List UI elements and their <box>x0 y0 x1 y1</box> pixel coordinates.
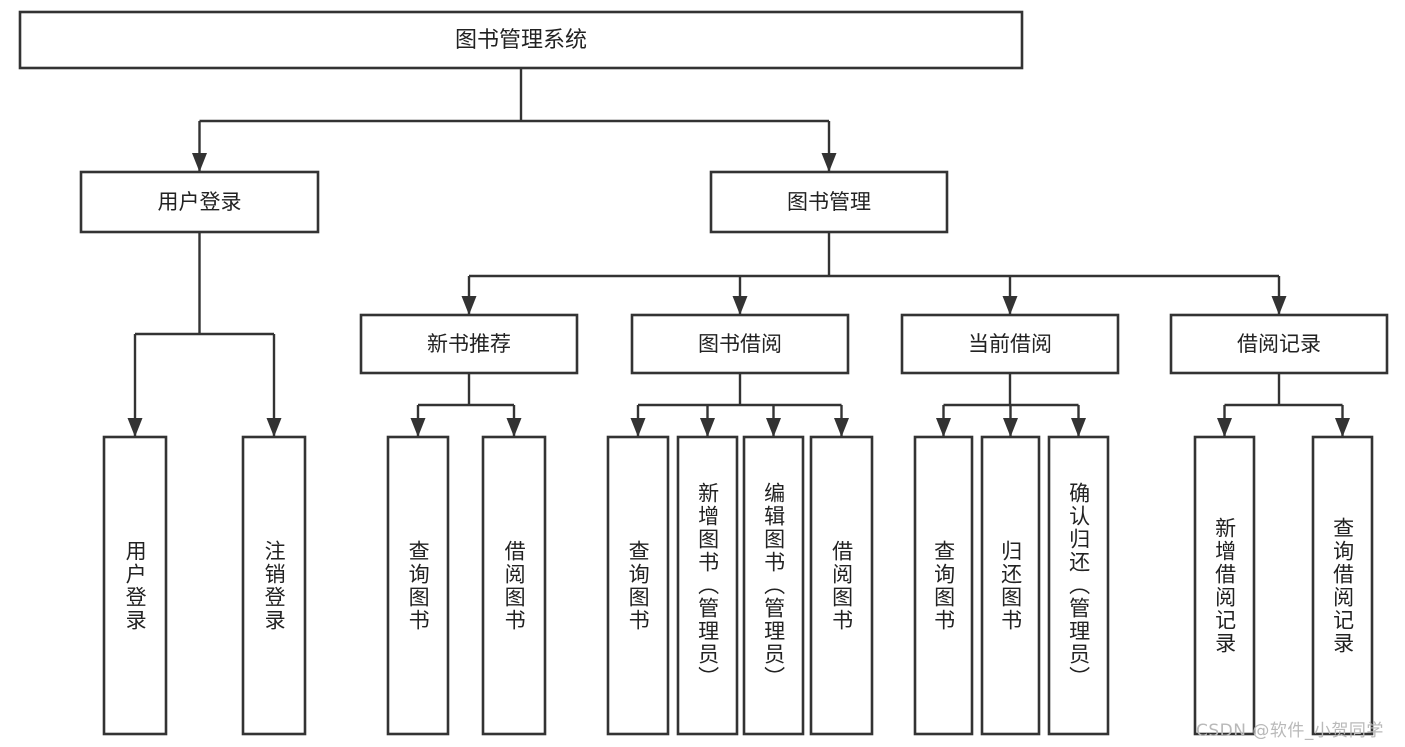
node-l3-新书推荐[interactable]: 新书推荐 <box>359 313 579 375</box>
connector-layer <box>127 68 1350 437</box>
arrow-down-leaf-11 <box>1217 418 1232 437</box>
node-label: 图书借阅 <box>698 332 782 356</box>
node-label: 当前借阅 <box>968 332 1052 356</box>
arrow-down-l3-1 <box>732 296 748 315</box>
node-rect <box>1169 313 1389 375</box>
leaf-rect[interactable] <box>102 435 168 736</box>
arrow-down-l3-3 <box>1271 296 1287 315</box>
node-label: 图书管理系统 <box>455 28 587 53</box>
node-rect <box>18 10 1024 70</box>
node-l2-图书管理[interactable]: 图书管理 <box>709 170 949 234</box>
arrow-down-leaf-3 <box>506 418 522 437</box>
node-rect <box>900 313 1120 375</box>
node-label: 借阅记录 <box>1237 332 1321 356</box>
node-rect <box>630 313 850 375</box>
leaf-rect[interactable] <box>241 435 307 736</box>
arrow-down-l2-0 <box>192 153 207 172</box>
node-label: 新书推荐 <box>427 332 511 356</box>
arrow-down-leaf-5 <box>700 418 715 437</box>
leaf-rect[interactable] <box>1193 435 1256 736</box>
node-label: 用户登录 <box>158 190 242 214</box>
leaf-rect[interactable] <box>676 435 739 736</box>
node-l3-借阅记录[interactable]: 借阅记录 <box>1169 313 1389 375</box>
leaf-rect[interactable] <box>742 435 805 736</box>
leaf-rect[interactable] <box>980 435 1041 736</box>
node-root-图书管理系统[interactable]: 图书管理系统 <box>18 10 1024 70</box>
leaf-rect[interactable] <box>1047 435 1110 736</box>
leaf-rect[interactable] <box>481 435 547 736</box>
arrow-down-leaf-7 <box>834 418 849 437</box>
leaf-rect[interactable] <box>1311 435 1374 736</box>
node-l2-用户登录[interactable]: 用户登录 <box>79 170 320 234</box>
arrow-down-l2-1 <box>821 153 837 172</box>
node-rect <box>79 170 320 234</box>
node-l3-当前借阅[interactable]: 当前借阅 <box>900 313 1120 375</box>
node-label: 图书管理 <box>787 190 871 214</box>
arrow-down-leaf-9 <box>1003 418 1018 437</box>
node-rect <box>359 313 579 375</box>
arrow-down-leaf-12 <box>1335 418 1350 437</box>
arrow-down-leaf-8 <box>936 418 951 437</box>
leaf-rect[interactable] <box>606 435 670 736</box>
arrow-down-l3-2 <box>1002 296 1018 315</box>
node-l3-图书借阅[interactable]: 图书借阅 <box>630 313 850 375</box>
node-rect <box>709 170 949 234</box>
leaf-rect[interactable] <box>913 435 974 736</box>
leaf-rect[interactable] <box>809 435 874 736</box>
arrow-down-leaf-6 <box>766 418 781 437</box>
arrow-down-leaf-4 <box>630 418 646 437</box>
arrow-down-leaf-0 <box>127 418 143 437</box>
arrow-down-l3-0 <box>461 296 477 315</box>
leaf-rect[interactable] <box>386 435 450 736</box>
arrow-down-leaf-2 <box>410 418 426 437</box>
csdn-watermark: CSDN @软件_小贺同学 <box>1196 721 1384 741</box>
arrow-down-leaf-1 <box>266 418 282 437</box>
arrow-down-leaf-10 <box>1071 418 1086 437</box>
